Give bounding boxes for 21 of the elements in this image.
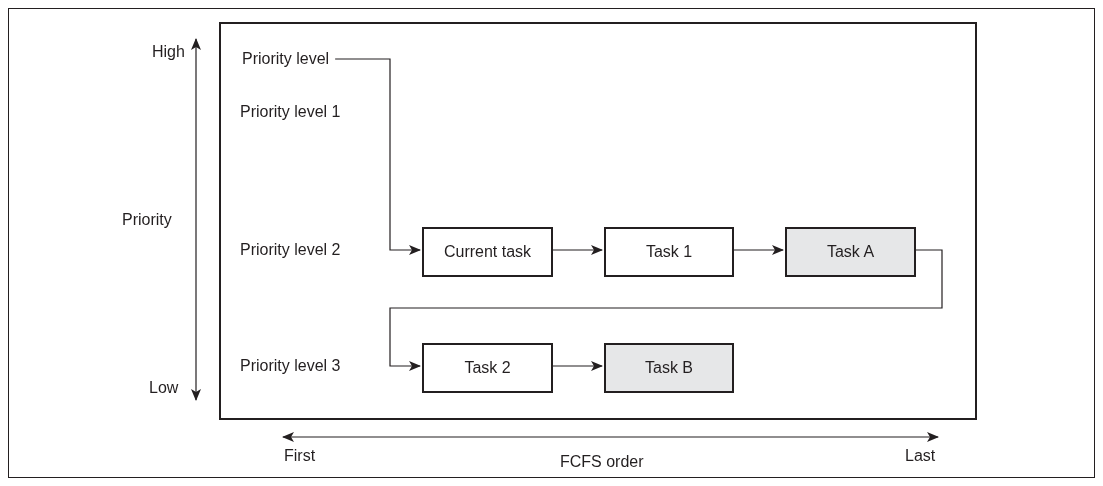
axis-label: Low <box>149 378 179 398</box>
axis-label: First <box>284 446 316 466</box>
task-box: Current task <box>422 227 553 277</box>
axis-label: High <box>152 42 185 62</box>
priority-level-label: Priority level 1 <box>240 102 341 122</box>
arrow <box>550 361 603 371</box>
task-box: Task A <box>785 227 916 277</box>
arrow <box>731 245 784 255</box>
axis-title: Priority <box>122 210 172 230</box>
diagram-frame <box>219 22 977 420</box>
task-box: Task 1 <box>604 227 734 277</box>
axis-title: FCFS order <box>560 452 644 472</box>
priority-level-label: Priority level 3 <box>240 356 341 376</box>
axis-label: Last <box>905 446 936 466</box>
arrow <box>550 245 603 255</box>
priority-level-label: Priority level <box>242 49 330 69</box>
arrow <box>334 58 421 255</box>
arrow <box>389 249 943 371</box>
task-box: Task B <box>604 343 734 393</box>
priority-level-label: Priority level 2 <box>240 240 341 260</box>
task-box: Task 2 <box>422 343 553 393</box>
